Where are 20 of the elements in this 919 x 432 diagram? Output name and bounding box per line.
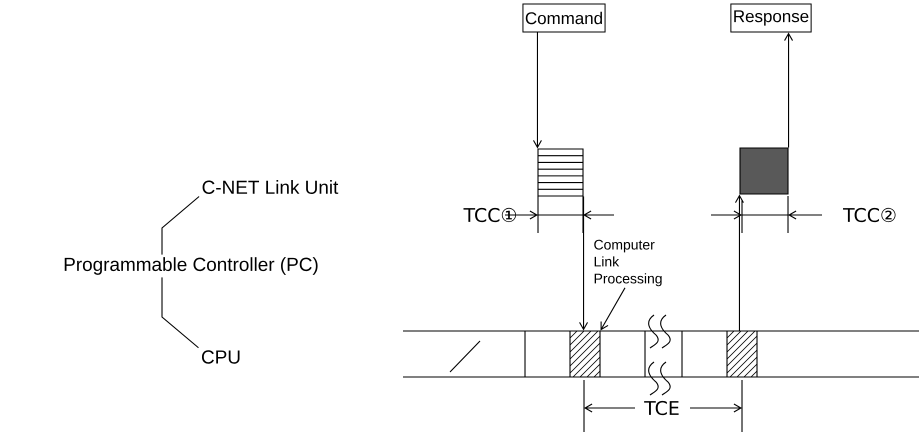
tree-line (161, 277, 199, 348)
arrow (735, 194, 744, 330)
label-box: Response (730, 4, 812, 32)
label: CPU (202, 350, 240, 364)
label-box: Command (522, 4, 606, 32)
arrow (579, 196, 588, 330)
label: Programmable Controller (PC) (64, 257, 318, 275)
leader-line (600, 288, 626, 330)
tree-line (161, 196, 200, 255)
dimension-label: TCE (644, 400, 679, 416)
arrow (533, 32, 542, 148)
hatched-block (726, 330, 758, 378)
arrow (784, 32, 794, 148)
label: Computer Link Processing (594, 240, 662, 286)
hatched-block (569, 330, 601, 378)
dimension-label: TCC② (843, 208, 896, 222)
buffer-block (739, 147, 789, 195)
buffer-block (537, 148, 584, 197)
dimension-label: TCC① (464, 208, 516, 222)
label: C-NET Link Unit (202, 180, 338, 194)
